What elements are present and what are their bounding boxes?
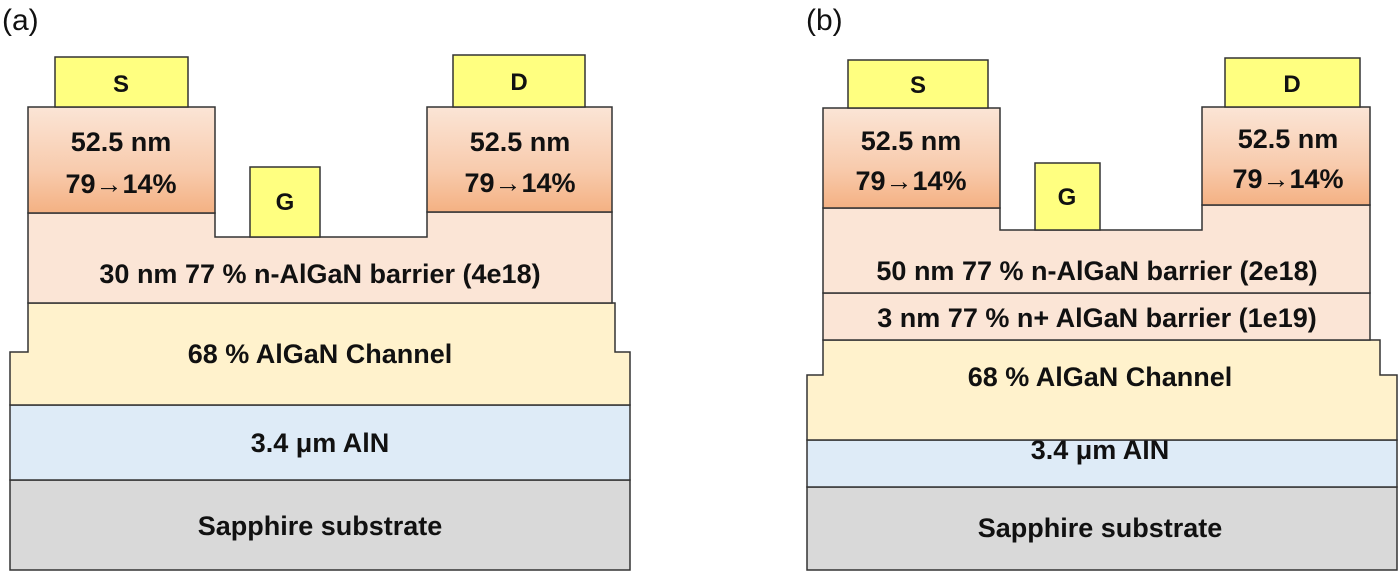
cap-left-grading: 79→14% [65,169,176,199]
channel-layer [806,339,1398,441]
cap-right-thickness: 52.5 nm [470,127,571,157]
cap-right [426,106,613,213]
drain-contact [452,54,586,108]
panel-a: (a) Sapphire substrate 3.4 μm AlN 68 % A… [2,4,631,571]
cap-right-thickness: 52.5 nm [1238,124,1339,154]
substrate-label: Sapphire substrate [978,513,1223,543]
channel-label: 68 % AlGaN Channel [968,362,1233,392]
cap-left-thickness: 52.5 nm [71,127,172,157]
cap-right-grading: 79→14% [1232,164,1343,194]
substrate-label: Sapphire substrate [198,511,443,541]
cap-left [822,107,1001,209]
gate-label: G [1058,184,1077,211]
nplus-barrier-layer [822,292,1371,341]
gate-contact [1034,162,1101,231]
buffer-label: 3.4 μm AlN [251,428,390,458]
aln-layer [806,439,1398,488]
cap-right-grading: 79→14% [464,168,575,198]
panel-b: (b) Sapphire substrate 3.4 μm AlN 68 % A… [806,4,1398,571]
barrier-label: 50 nm 77 % n-AlGaN barrier (2e18) [876,256,1317,286]
source-label: S [910,72,926,99]
panel-a-label: (a) [2,4,39,37]
source-contact [847,59,989,109]
source-contact [54,56,189,108]
aln-layer [9,404,631,481]
channel-layer [9,302,631,406]
barrier-label: 30 nm 77 % n-AlGaN barrier (4e18) [99,259,540,289]
nplus-barrier-label: 3 nm 77 % n+ AlGaN barrier (1e19) [877,303,1316,333]
sapphire-layer [9,479,631,571]
drain-label: D [510,69,527,96]
panel-b-label: (b) [806,4,843,37]
drain-contact [1224,57,1361,108]
drain-label: D [1283,71,1300,98]
cap-left-thickness: 52.5 nm [861,126,962,156]
source-label: S [113,71,129,98]
sapphire-layer [806,486,1398,571]
cap-right [1201,106,1371,206]
cap-left [27,106,216,214]
gate-label: G [276,189,295,216]
channel-label: 68 % AlGaN Channel [188,339,453,369]
gate-contact [249,166,321,238]
cap-left-grading: 79→14% [855,166,966,196]
